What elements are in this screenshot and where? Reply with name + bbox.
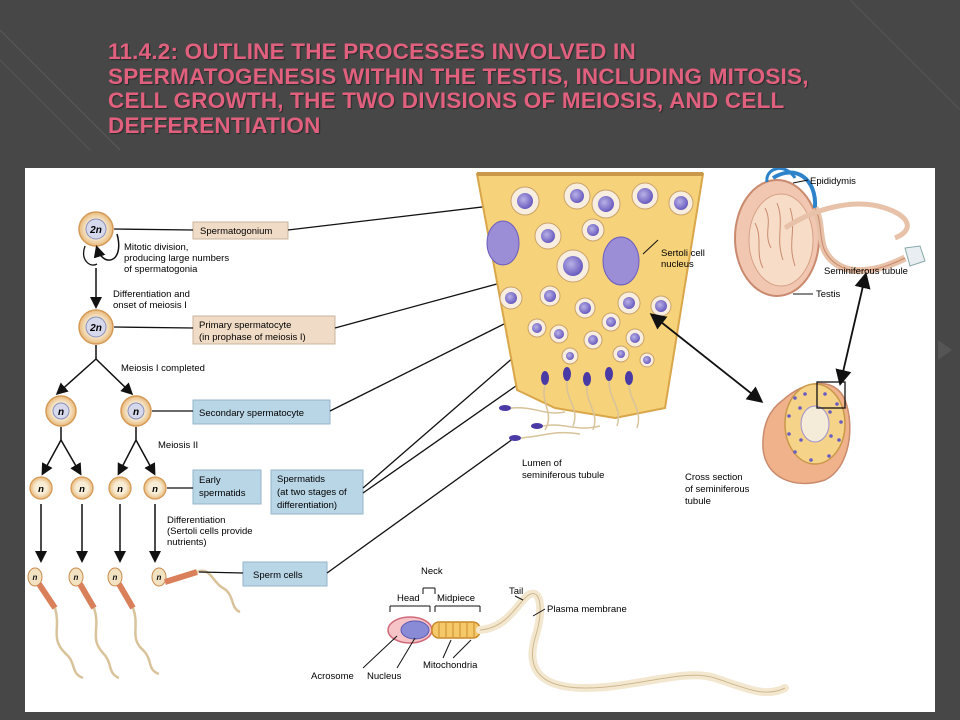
svg-text:Sperm cells: Sperm cells	[253, 570, 303, 581]
sperm-detail: Neck Head Midpiece Tail Plasma membrane …	[311, 566, 789, 697]
svg-text:n: n	[33, 573, 38, 582]
tubule-sperm-heads	[499, 367, 640, 441]
mitochondria-label: Mitochondria	[423, 660, 478, 671]
nucleus-label: Nucleus	[367, 671, 402, 682]
mitotic-label: Mitotic division, producing large number…	[124, 242, 232, 275]
epididymis-label: Epididymis	[810, 176, 856, 187]
svg-text:n: n	[117, 484, 123, 495]
svg-text:Spermatids (at two sta: Spermatids (at two stages of differentia…	[277, 474, 349, 511]
seminiferous-tubule-label: Seminiferous tubule	[824, 266, 908, 277]
svg-text:n: n	[157, 573, 162, 582]
label-sperm-cells: Sperm cells	[242, 561, 328, 587]
title-line-2: SPERMATOGENESIS WITHIN THE TESTIS, INCLU…	[108, 63, 809, 89]
tubule-wedge: Sertoli cell nucleus Lumen of seminifero…	[475, 172, 707, 481]
sperm-cells-row: n n n n	[27, 567, 241, 680]
svg-text:n: n	[74, 573, 79, 582]
tail-label: Tail	[509, 586, 523, 597]
secondary-cell-left: n	[45, 395, 77, 427]
midpiece-label: Midpiece	[437, 593, 475, 604]
cross-section-label: Cross section of seminiferous tubule	[685, 472, 752, 507]
title-line-3: CELL GROWTH, THE TWO DIVISIONS OF MEIOSI…	[108, 88, 785, 113]
svg-text:n: n	[152, 484, 158, 495]
testis-illustration: Epididymis Seminiferous tubule Testis	[734, 168, 926, 300]
meiosis1-label: Meiosis I completed	[121, 363, 205, 374]
early-spermatid-cells: n n n n	[29, 476, 167, 500]
label-spermatids: Spermatids (at two stages of differentia…	[270, 469, 364, 515]
svg-text:n: n	[113, 573, 118, 582]
svg-text:Spermatogonium: Spermatogonium	[200, 226, 272, 237]
title-line-1: 11.4.2: OUTLINE THE PROCESSES INVOLVED I…	[108, 39, 636, 64]
cross-section: Cross section of seminiferous tubule	[685, 381, 851, 507]
svg-text:Secondary spermatocyte: Secondary spermatocyte	[199, 408, 304, 419]
head-label: Head	[397, 593, 420, 604]
svg-text:n: n	[58, 407, 64, 418]
primary-spermatocyte-cell: 2n	[78, 309, 114, 345]
spermatogenesis-figure: 2n Mitotic division, producing large num…	[25, 168, 935, 712]
label-secondary-spermatocyte: Secondary spermatocyte	[192, 399, 331, 425]
sertoli-nucleus-label: Sertoli cell nucleus	[661, 248, 707, 270]
figure-svg: 2n Mitotic division, producing large num…	[27, 168, 926, 697]
svg-text:2n: 2n	[89, 323, 102, 334]
svg-text:Primary spermatocyte (: Primary spermatocyte (in prophase of mei…	[199, 320, 306, 343]
acrosome-label: Acrosome	[311, 671, 354, 682]
svg-text:n: n	[38, 484, 44, 495]
sertoli-differentiation-label: Differentiation (Sertoli cells provide n…	[167, 515, 255, 548]
svg-text:n: n	[79, 484, 85, 495]
svg-text:n: n	[133, 407, 139, 418]
flow-diagram: 2n Mitotic division, producing large num…	[27, 202, 564, 680]
label-early-spermatids: Early spermatids	[192, 469, 262, 505]
lumen-label: Lumen of seminiferous tubule	[522, 458, 604, 481]
spermatogonium-cell: 2n	[78, 211, 114, 247]
cell-ploidy-2n: 2n	[89, 225, 102, 236]
differentiation-label: Differentiation and onset of meiosis I	[113, 289, 193, 311]
plasma-membrane-label: Plasma membrane	[547, 604, 627, 615]
svg-text:Early spermatids: Early spermatids	[199, 475, 246, 499]
neck-label: Neck	[421, 566, 443, 577]
label-primary-spermatocyte: Primary spermatocyte (in prophase of mei…	[192, 315, 336, 345]
meiosis2-label: Meiosis II	[158, 440, 198, 451]
title-line-4: DEFFERENTIATION	[108, 112, 321, 138]
secondary-cell-right: n	[120, 395, 152, 427]
slide-title: 11.4.2: OUTLINE THE PROCESSES INVOLVED I…	[108, 39, 888, 138]
label-spermatogonium: Spermatogonium	[192, 221, 289, 240]
testis-label: Testis	[816, 289, 841, 300]
